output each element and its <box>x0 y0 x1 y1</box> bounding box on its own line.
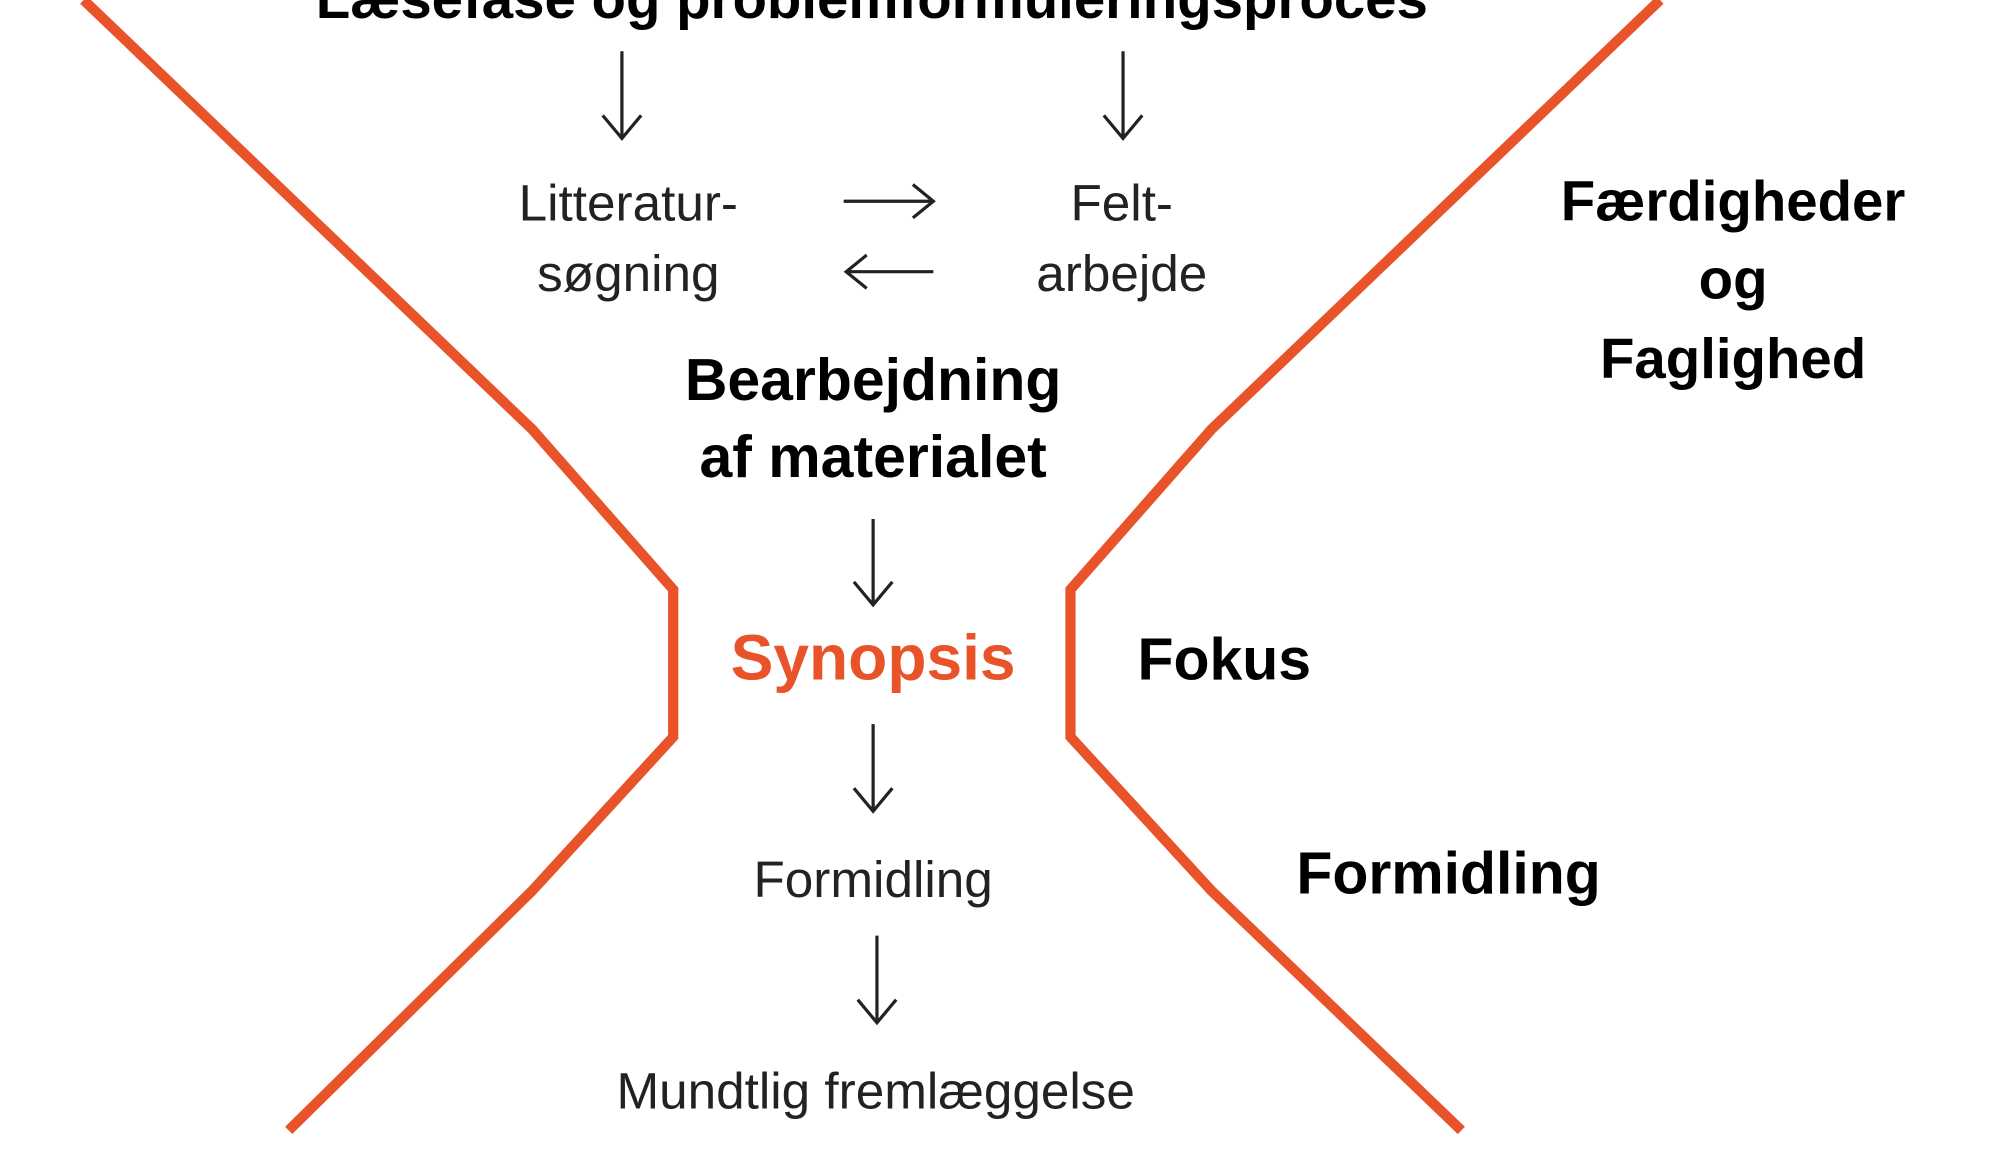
focus-label: Fokus <box>1138 627 1312 692</box>
literature-search-line2: søgning <box>537 245 719 302</box>
arrow-right-icon <box>843 183 936 220</box>
arrow-down-icon <box>852 519 894 608</box>
skills-label-line1: Færdigheder <box>1561 169 1906 232</box>
arrow-down-icon <box>601 51 643 141</box>
top-heading: Læsefase og problemformuleringsproces <box>316 0 1428 30</box>
synopsis-label: Synopsis <box>731 621 1016 693</box>
skills-label-line3: Faglighed <box>1600 327 1866 390</box>
arrow-down-icon <box>852 724 894 814</box>
literature-search-line1: Litteratur- <box>519 174 738 231</box>
processing-line2: af materialet <box>699 425 1046 490</box>
oral-presentation: Mundtlig fremlæggelse <box>616 1063 1134 1120</box>
arrow-down-icon <box>856 935 898 1026</box>
processing-line1: Bearbejdning <box>685 348 1062 413</box>
arrow-down-icon <box>1102 51 1144 141</box>
fieldwork-line2: arbejde <box>1036 245 1207 302</box>
right-frame-line <box>1065 0 1664 1135</box>
communication-label: Formidling <box>1296 841 1600 906</box>
left-frame-line <box>80 0 679 1135</box>
communication-step: Formidling <box>754 851 993 908</box>
skills-label-line2: og <box>1699 248 1768 311</box>
arrow-left-icon <box>843 253 934 290</box>
fieldwork-line1: Felt- <box>1071 174 1174 231</box>
